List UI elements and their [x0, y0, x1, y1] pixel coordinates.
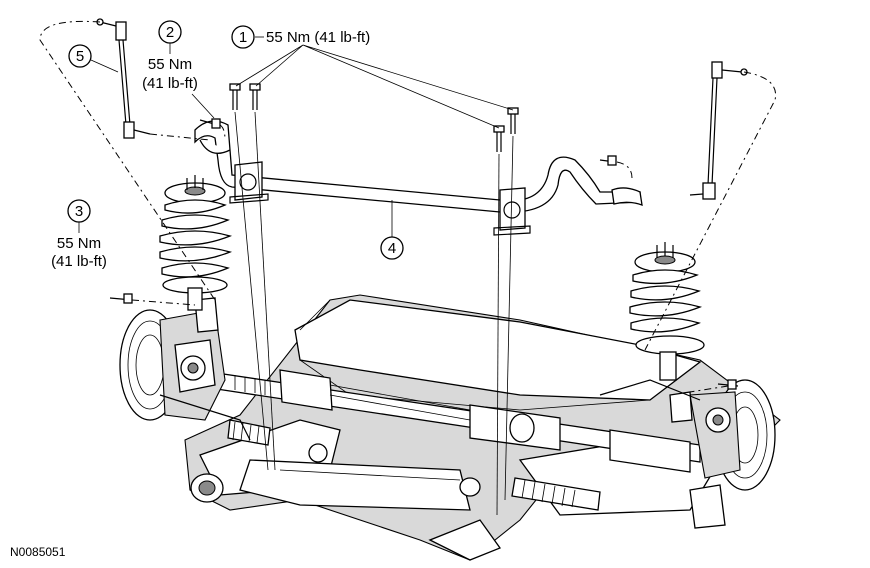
stabilizer-bracket-right: [493, 187, 531, 236]
callout-2: 2 55 Nm (41 lb-ft): [142, 20, 215, 119]
stabilizer-bar: [194, 120, 643, 213]
callout-1-number: 1: [239, 29, 247, 46]
left-strut-spring: [159, 175, 233, 311]
callout-2-torque-lbft: (41 lb-ft): [142, 75, 198, 92]
callout-5: 5: [68, 44, 119, 73]
callout-4: 4: [380, 200, 404, 260]
callout-1-torque: 55 Nm (41 lb-ft): [266, 29, 370, 46]
bracket-bolts: [229, 83, 519, 516]
callout-1: 1 55 Nm (41 lb-ft): [231, 25, 514, 129]
right-knuckle-brake: [599, 379, 776, 529]
callout-5-number: 5: [76, 48, 84, 65]
callout-3-torque-lbft: (41 lb-ft): [51, 253, 107, 270]
callout-2-torque-nm: 55 Nm: [148, 56, 192, 73]
right-strut-spring: [629, 242, 705, 381]
callout-3: 3 55 Nm (41 lb-ft): [51, 199, 107, 270]
steering-gear: [209, 369, 701, 511]
callout-3-number: 3: [75, 203, 83, 220]
callout-2-number: 2: [166, 24, 174, 41]
link-nuts: [109, 118, 739, 390]
callout-3-torque-nm: 55 Nm: [57, 235, 101, 252]
left-knuckle-brake: [119, 297, 251, 441]
figure-id: N0085051: [10, 545, 66, 559]
stabilizer-link-right: [689, 61, 748, 200]
install-lines: [39, 20, 777, 393]
callout-4-number: 4: [388, 240, 396, 257]
stabilizer-link-left: [96, 18, 151, 139]
stabilizer-bracket-left: [229, 161, 269, 204]
